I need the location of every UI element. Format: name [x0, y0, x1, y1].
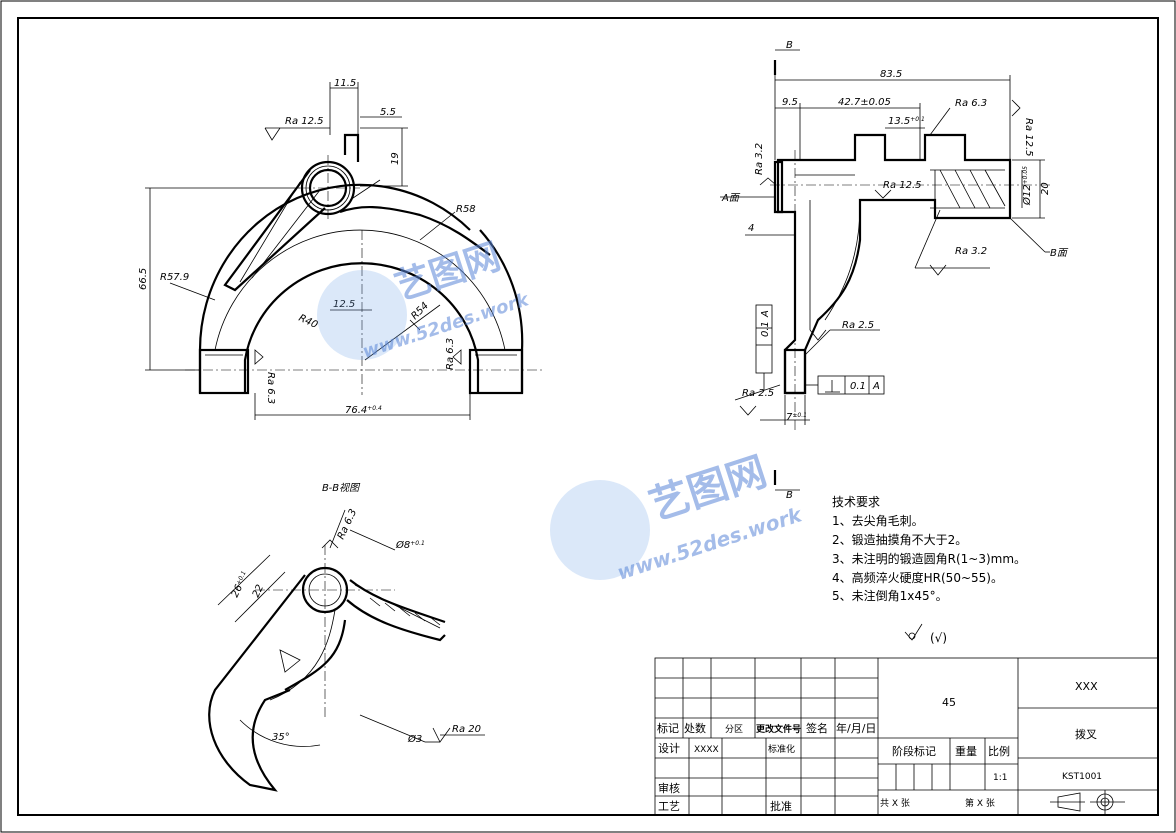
dim-lug-height: 19	[390, 152, 401, 165]
face-a-label: A面	[721, 193, 741, 204]
projection-symbol	[1057, 792, 1081, 812]
notes-heading: 技术要求	[832, 495, 880, 509]
tol-value-2: 0.1	[850, 381, 866, 392]
dim-bottom-width: 76.4+0.4	[345, 405, 382, 416]
dim-overall-height: 66.5	[138, 268, 149, 290]
section-dim-angle: 35°	[272, 732, 290, 743]
section-ra-bottom: Ra 20	[452, 724, 481, 735]
tb-review: 审核	[658, 781, 680, 795]
watermark-2: 艺图网 www.52des.work	[550, 449, 806, 585]
ra-face: Ra 3.2	[754, 143, 765, 175]
section-mark-top: B	[786, 40, 793, 51]
tb-company: XXX	[1075, 680, 1098, 693]
radius-outer-left: R57.9	[160, 272, 189, 283]
dim-left: 9.5	[782, 97, 798, 108]
dim-foot: 7±0.1	[786, 412, 807, 423]
dim-center-width: 12.5	[333, 299, 355, 310]
dim-center: 42.7±0.05	[838, 97, 891, 108]
radius-inner: R40	[297, 313, 319, 331]
ra-lug: Ra 12.5	[285, 116, 324, 127]
front-view-labels: 11.5 5.5 19 Ra 12.5 66.5 R57.9 R58 R40 R…	[138, 78, 476, 416]
tb-process: 工艺	[658, 800, 680, 813]
inner-frame	[17, 17, 1159, 816]
side-view	[720, 49, 1050, 491]
section-dim-small-hole: Ø3	[407, 733, 422, 745]
tb-count: 处数	[684, 722, 706, 735]
dim-overall: 83.5	[880, 69, 902, 80]
general-roughness: (√)	[930, 631, 947, 645]
watermark-brand: 艺图网	[390, 236, 505, 308]
face-b-label: B面	[1050, 248, 1069, 259]
tb-sheet-no: 第 X 张	[965, 797, 995, 809]
tb-material: 45	[942, 696, 956, 709]
ra-left-pad: Ra 6.3	[265, 372, 276, 404]
tol-datum-2: A	[872, 381, 880, 392]
dim-bore: Ø12+0.05	[1021, 166, 1033, 206]
note-item-1: 1、去尖角毛刺。	[832, 514, 924, 528]
ra-web: Ra 2.5	[842, 320, 874, 331]
dim-slot: 13.5+0.1	[888, 116, 925, 127]
section-view	[208, 509, 485, 792]
tb-part-name: 拨叉	[1075, 727, 1097, 741]
dim-top-width: 11.5	[334, 78, 356, 89]
ra-bore: Ra 3.2	[955, 246, 987, 257]
tb-change-doc: 更改文件号	[756, 723, 801, 735]
dim-lug-offset: 5.5	[380, 107, 396, 118]
tb-sign: 签名	[806, 721, 828, 735]
tol-value-1: 0.1	[760, 321, 771, 337]
note-item-4: 4、高频淬火硬度HR(50~55)。	[832, 570, 1003, 585]
tol-datum-1: A	[760, 310, 771, 318]
tb-standardize: 标准化	[768, 743, 795, 755]
section-dim-dia: Ø8+0.1	[395, 539, 425, 551]
tb-design-label: 设计	[658, 742, 680, 755]
tb-total-sheets: 共 X 张	[880, 798, 910, 809]
ra-right: Ra 12.5	[1023, 118, 1034, 157]
section-dim-inner: 22	[251, 583, 266, 599]
ra-slot: Ra 12.5	[883, 180, 922, 191]
front-view	[145, 82, 545, 420]
section-dim-outer: 26+0.1	[230, 570, 252, 599]
note-item-3: 3、未注明的锻造圆角R(1~3)mm。	[832, 551, 1026, 566]
ra-top: Ra 6.3	[955, 98, 987, 109]
title-block-text: 标记 处数 分区 更改文件号 签名 年/月/日 设计 XXXX 标准化 审核 工…	[657, 680, 1102, 813]
tb-designer: XXXX	[694, 745, 719, 755]
dim-web: 4	[748, 223, 754, 234]
tb-mark: 标记	[657, 721, 679, 735]
tb-scale-label: 比例	[988, 744, 1010, 758]
tb-stage: 阶段标记	[892, 744, 936, 758]
tb-date: 年/月/日	[836, 721, 876, 735]
note-item-5: 5、未注倒角1x45°。	[832, 588, 948, 603]
tb-scale-value: 1:1	[993, 773, 1007, 783]
tb-weight: 重量	[955, 744, 977, 758]
tb-zone: 分区	[725, 724, 743, 735]
roughness-symbol	[904, 623, 923, 641]
section-view-labels: B-B视图 Ra 6.3 Ø8+0.1 26+0.1 22 35° Ø3 Ra …	[230, 482, 481, 745]
title-block	[654, 657, 1159, 816]
ra-foot: Ra 2.5	[742, 388, 774, 399]
view-title: B-B视图	[322, 482, 361, 494]
watermark-1: 艺图网 www.52des.work	[317, 236, 532, 363]
ra-right-pad: Ra 6.3	[445, 338, 456, 370]
side-view-labels: B B 83.5 9.5 42.7±0.05 13.5+0.1 Ra 6.3 R…	[721, 40, 1069, 501]
tb-drawing-no: KST1001	[1062, 772, 1102, 782]
dim-height: 20	[1040, 182, 1051, 195]
technical-notes: 技术要求 1、去尖角毛刺。 2、锻造抽摸角不大于2。 3、未注明的锻造圆角R(1…	[832, 495, 1026, 645]
note-item-2: 2、锻造抽摸角不大于2。	[832, 533, 967, 547]
radius-outer: R58	[456, 204, 476, 215]
section-mark-bottom: B	[786, 490, 793, 501]
tb-approve: 批准	[770, 799, 792, 813]
